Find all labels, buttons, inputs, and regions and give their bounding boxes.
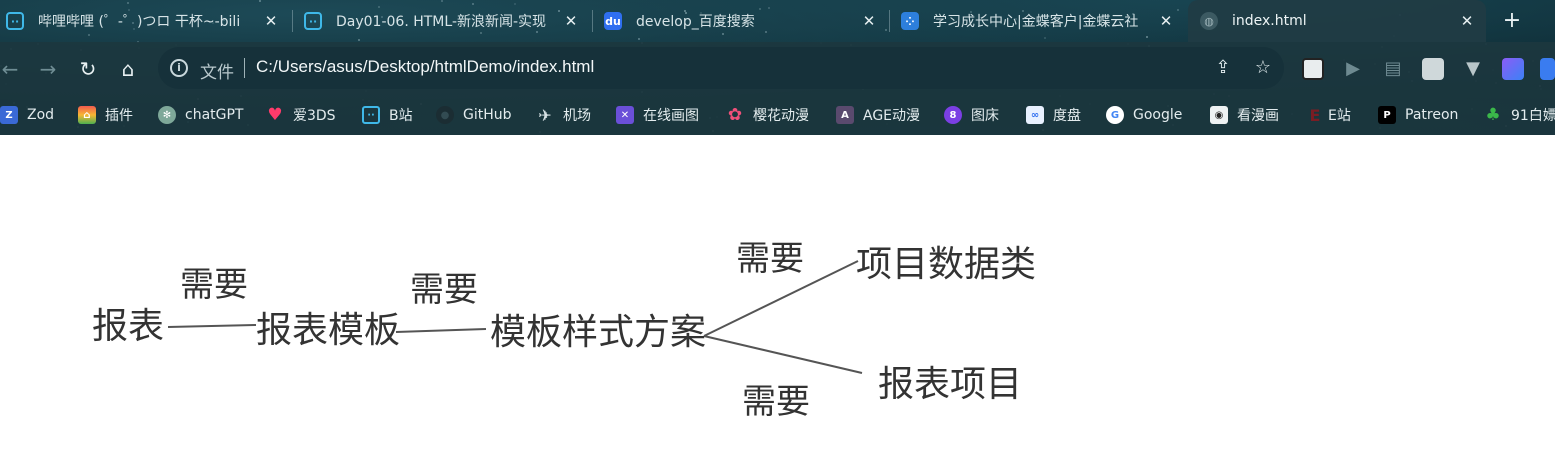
age-icon: A	[836, 106, 854, 124]
tab-divider	[592, 10, 593, 32]
edge-report-to-template	[167, 324, 257, 328]
image-host-icon: 8	[944, 106, 962, 124]
manga-icon: ◉	[1210, 106, 1228, 124]
address-divider	[244, 58, 245, 78]
bilibili-icon: ··	[6, 12, 24, 30]
mind-map-lines	[167, 260, 863, 374]
toolbar: ← → ↻ ⌂ i 文件 C:/Users/asus/Desktop/htmlD…	[0, 42, 1555, 96]
tab-strip: ·· 哔哩哔哩 (゜-゜)つロ 干杯~-bili ✕ ·· Day01-06. …	[0, 0, 1555, 42]
bookmark-draw[interactable]: ✕ 在线画图	[616, 104, 699, 126]
bookmark-bilibili[interactable]: ·· B站	[362, 104, 413, 126]
bookmark-chatgpt[interactable]: ✻ chatGPT	[158, 104, 243, 126]
bookmark-e-site[interactable]: E E站	[1306, 104, 1351, 126]
url-text[interactable]: C:/Users/asus/Desktop/htmlDemo/index.htm…	[256, 57, 595, 76]
tab-title: develop_百度搜索	[636, 14, 755, 30]
tab-title: index.html	[1232, 13, 1307, 29]
patreon-icon: P	[1378, 106, 1396, 124]
bookmark-manga[interactable]: ◉ 看漫画	[1210, 104, 1279, 126]
chatgpt-icon: ✻	[158, 106, 176, 124]
edge-scheme-to-report-project	[703, 335, 863, 374]
bookmark-github[interactable]: ● GitHub	[436, 104, 512, 126]
scheme-label: 文件	[200, 63, 234, 83]
edge-template-to-scheme	[395, 328, 487, 333]
airport-icon: ✈	[538, 105, 552, 125]
bookmark-sakura[interactable]: ✿ 樱花动漫	[727, 105, 809, 125]
bookmark-91[interactable]: ♣ 91白嫖	[1485, 105, 1555, 125]
tab-title: Day01-06. HTML-新浪新闻-实现	[336, 14, 547, 30]
extension-image-icon[interactable]	[1422, 58, 1444, 80]
node-report-project: 报表项目	[878, 364, 1023, 405]
address-bar[interactable]: i 文件 C:/Users/asus/Desktop/htmlDemo/inde…	[158, 47, 1284, 89]
bookmark-zod[interactable]: Z Zod	[0, 104, 54, 126]
bookmark-star-icon[interactable]: ☆	[1254, 57, 1272, 78]
close-icon[interactable]: ✕	[862, 12, 876, 30]
edge-label-need: 需要	[410, 270, 478, 310]
extension-play-icon[interactable]: ▶	[1346, 58, 1360, 79]
close-icon[interactable]: ✕	[564, 12, 578, 30]
bookmarks-bar: Z Zod ⌂ 插件 ✻ chatGPT ♥ 爱3DS ·· B站 ● GitH…	[0, 96, 1555, 135]
tab-divider	[889, 10, 890, 32]
close-icon[interactable]: ✕	[1159, 12, 1173, 30]
globe-icon: ◍	[1200, 12, 1218, 30]
new-tab-button[interactable]: +	[1502, 8, 1522, 33]
tab-title: 学习成长中心|金蝶客户|金蝶云社	[933, 14, 1139, 30]
heart-icon: ♥	[267, 105, 283, 125]
node-template-style-scheme: 模板样式方案	[490, 312, 707, 353]
tab-title: 哔哩哔哩 (゜-゜)つロ 干杯~-bili	[38, 14, 241, 30]
sakura-icon: ✿	[727, 105, 743, 125]
tab-divider	[292, 10, 293, 32]
close-icon[interactable]: ✕	[264, 12, 278, 30]
bookmark-3ds[interactable]: ♥ 爱3DS	[267, 105, 336, 125]
bookmark-plugin[interactable]: ⌂ 插件	[78, 104, 133, 126]
tab-index-html[interactable]: ◍ index.html ✕	[1188, 0, 1486, 42]
bookmark-google[interactable]: G Google	[1106, 104, 1182, 126]
node-report: 报表	[92, 306, 165, 347]
bookmark-airport[interactable]: ✈ 机场	[536, 104, 591, 126]
edge-label-need: 需要	[742, 382, 810, 422]
bookmark-image-host[interactable]: 8 图床	[944, 104, 999, 126]
browser-chrome: ·· 哔哩哔哩 (゜-゜)つロ 干杯~-bili ✕ ·· Day01-06. …	[0, 0, 1555, 135]
tab-day01[interactable]: ·· Day01-06. HTML-新浪新闻-实现 ✕	[294, 0, 590, 42]
kingdee-icon: ⁘	[901, 12, 919, 30]
home-button[interactable]: ⌂	[121, 57, 135, 81]
bookmark-age[interactable]: A AGE动漫	[836, 104, 920, 126]
edge-scheme-to-project-data	[703, 260, 859, 337]
bookmark-patreon[interactable]: P Patreon	[1378, 104, 1458, 126]
github-icon: ●	[436, 106, 454, 124]
info-icon[interactable]: i	[170, 59, 188, 77]
page-content: 报表 报表模板 模板样式方案 项目数据类 报表项目 需要 需要 需要 需要	[0, 135, 1555, 468]
node-project-data-class: 项目数据类	[856, 244, 1037, 285]
extension-translate-icon[interactable]	[1540, 58, 1555, 80]
extension-vue-icon[interactable]: ▼	[1466, 58, 1480, 79]
tab-kingdee[interactable]: ⁘ 学习成长中心|金蝶客户|金蝶云社 ✕	[891, 0, 1185, 42]
edge-label-need: 需要	[180, 265, 248, 305]
plugin-icon: ⌂	[78, 106, 96, 124]
reload-button[interactable]: ↻	[79, 57, 97, 81]
bookmark-baidu-pan[interactable]: ∞ 度盘	[1026, 104, 1081, 126]
extension-magic-icon[interactable]	[1502, 58, 1524, 80]
draw-icon: ✕	[616, 106, 634, 124]
node-report-template: 报表模板	[256, 310, 401, 351]
tree-icon: ♣	[1485, 105, 1501, 125]
baidu-pan-icon: ∞	[1026, 106, 1044, 124]
edge-label-need: 需要	[736, 239, 804, 279]
bilibili-icon: ··	[362, 106, 380, 124]
tab-baidu[interactable]: du develop_百度搜索 ✕	[594, 0, 888, 42]
zod-icon: Z	[0, 106, 18, 124]
forward-button[interactable]: →	[39, 57, 57, 81]
extension-reader-icon[interactable]: ▤	[1384, 58, 1402, 79]
e-site-icon: E	[1309, 105, 1321, 125]
baidu-icon: du	[604, 12, 622, 30]
bilibili-icon: ··	[304, 12, 322, 30]
close-icon[interactable]: ✕	[1460, 12, 1474, 30]
share-icon[interactable]: ⇪	[1215, 57, 1231, 78]
extension-tampermonkey-icon[interactable]	[1302, 58, 1324, 80]
back-button[interactable]: ←	[1, 57, 19, 81]
tab-bilibili[interactable]: ·· 哔哩哔哩 (゜-゜)つロ 干杯~-bili ✕	[0, 0, 290, 42]
google-icon: G	[1106, 106, 1124, 124]
